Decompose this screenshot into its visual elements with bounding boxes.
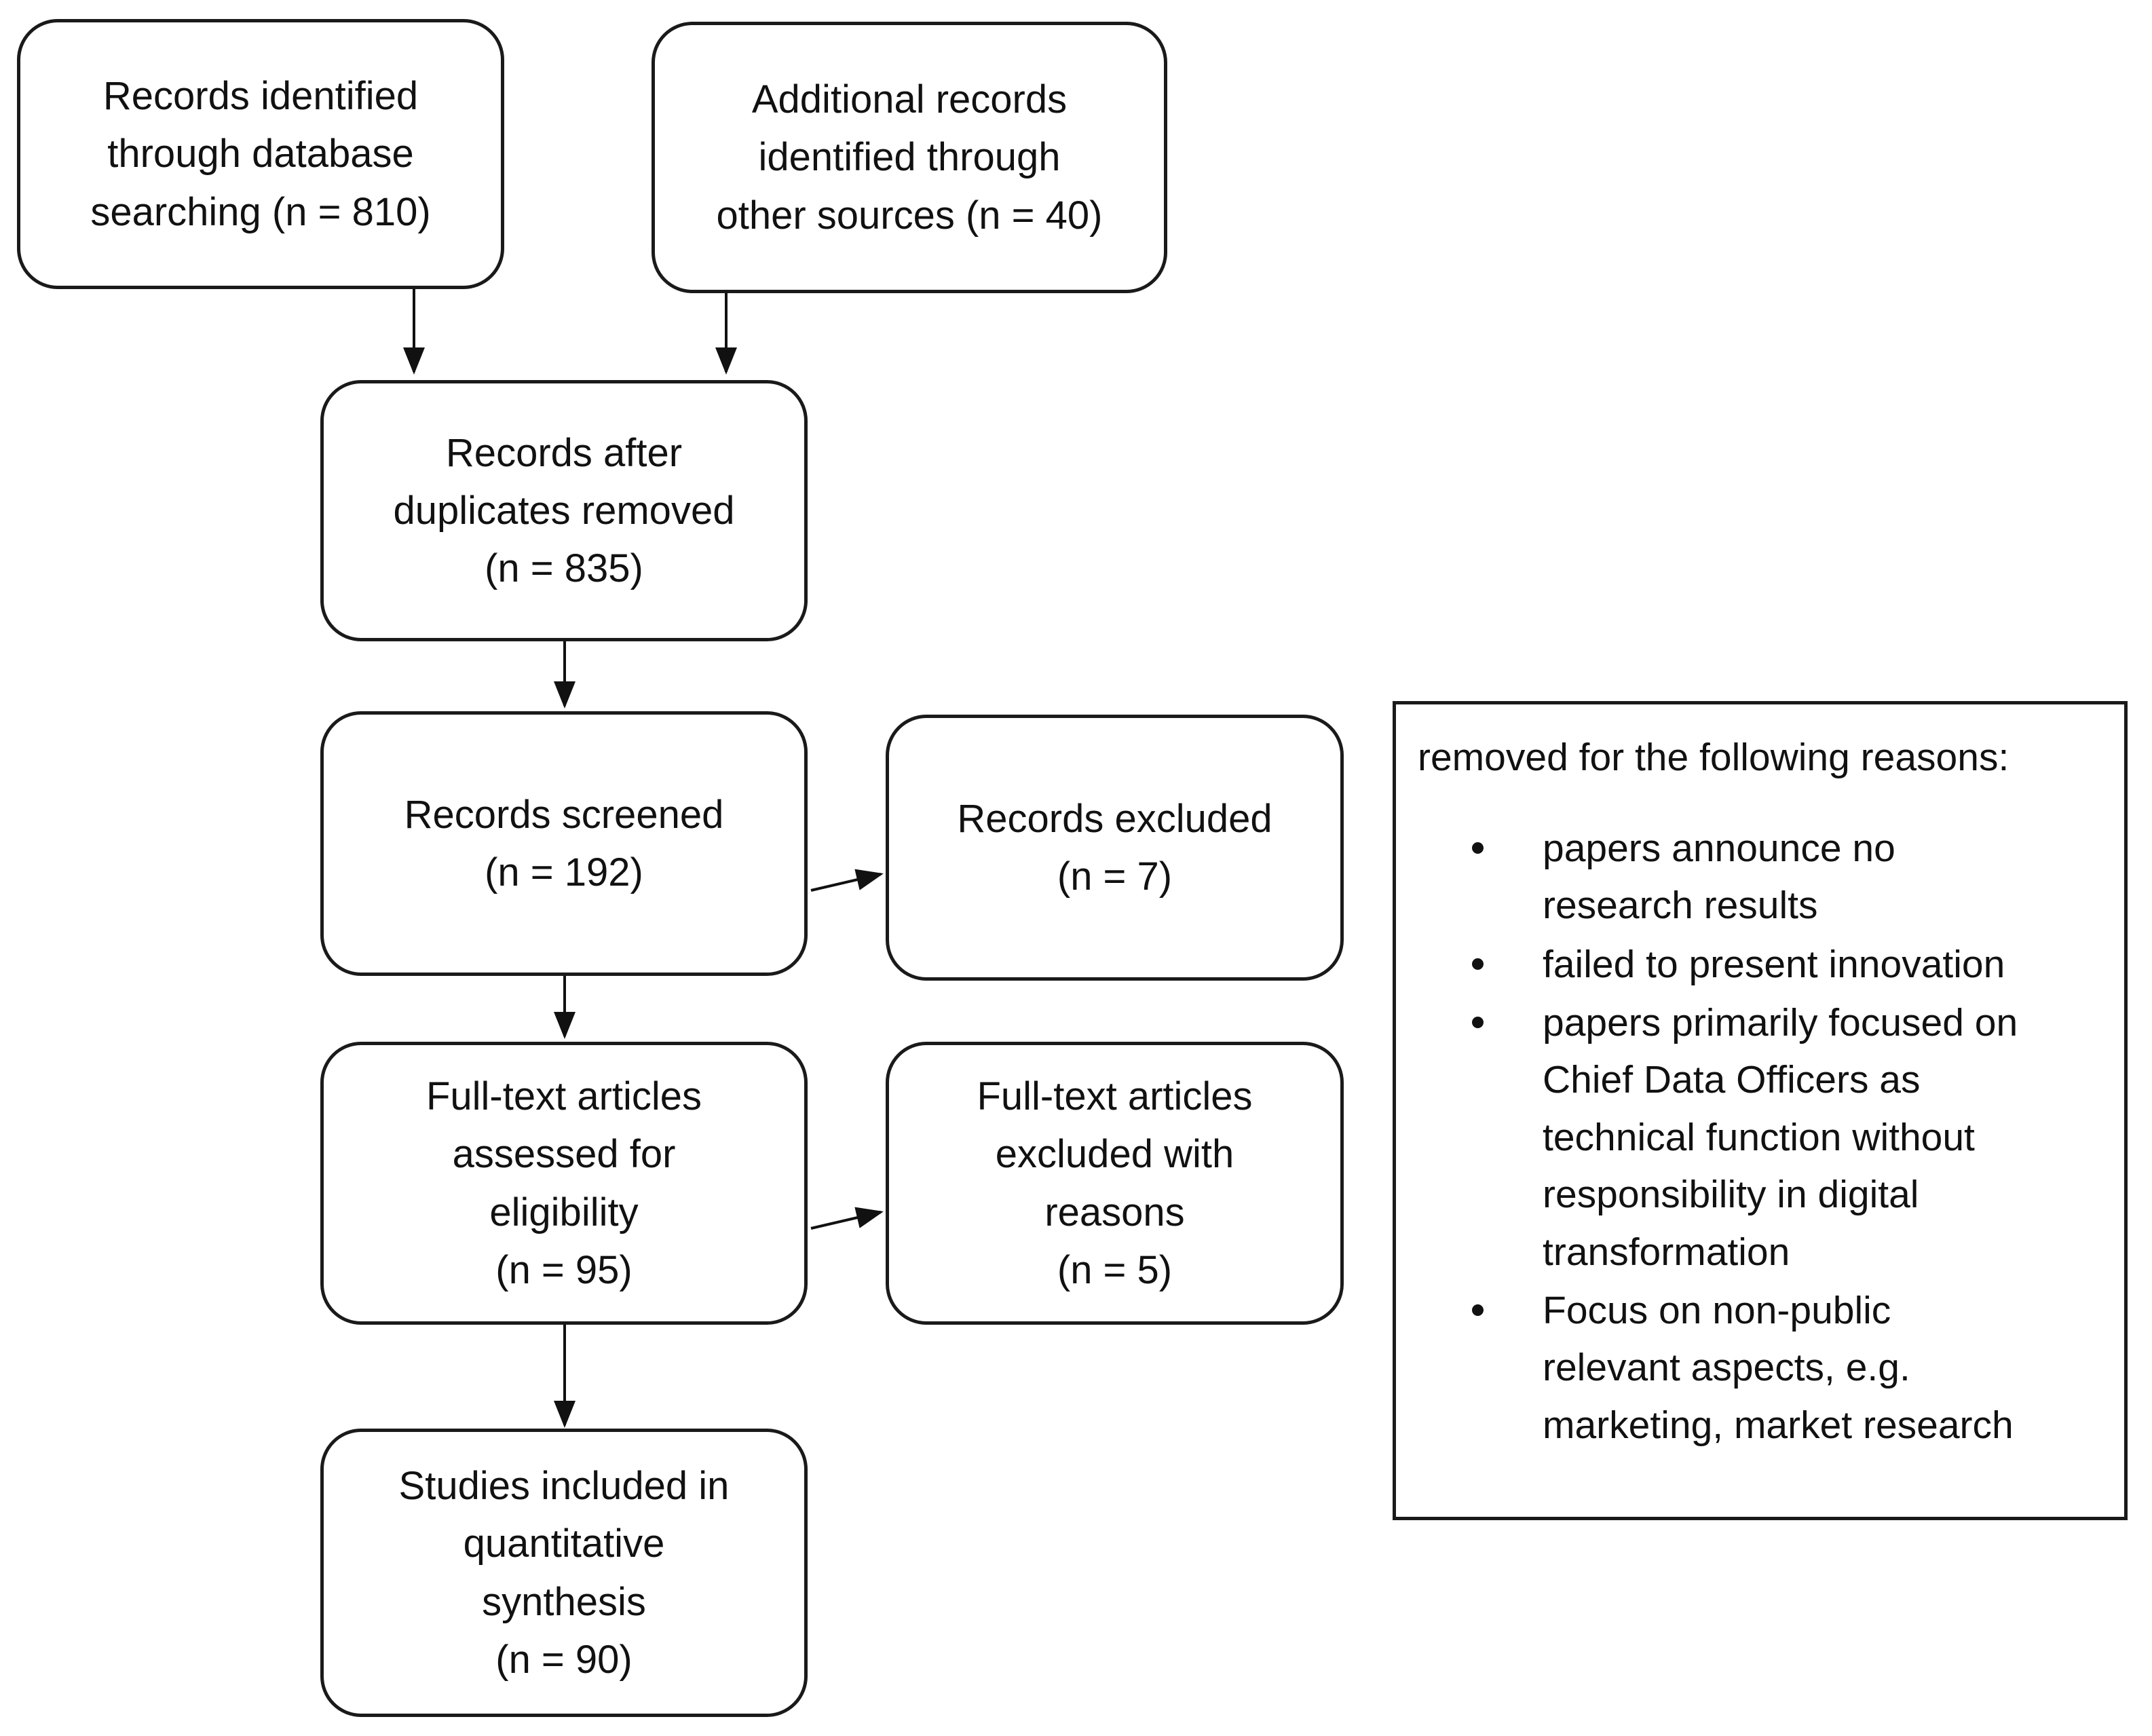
box-line: Records identified — [102, 74, 419, 119]
box-records-screened: Records screened (n = 192) — [320, 711, 808, 976]
box-line: duplicates removed — [393, 488, 735, 533]
box-line: quantitative — [463, 1522, 665, 1566]
bullet-icon — [1472, 842, 1484, 854]
reason-item: papers primarily focused on Chief Data O… — [1457, 994, 2111, 1281]
box-line: (n = 835) — [485, 546, 643, 591]
reason-line: technical function without — [1543, 1115, 1975, 1159]
box-line: (n = 95) — [495, 1247, 633, 1292]
box-line: Full-text articles — [977, 1074, 1253, 1118]
reason-line: Chief Data Officers as — [1543, 1058, 1921, 1102]
box-line: synthesis — [482, 1579, 646, 1624]
box-records-after-duplicates-removed: Records after duplicates removed (n = 83… — [320, 380, 808, 641]
reason-line: marketing, market research — [1543, 1403, 2014, 1447]
box-line: (n = 7) — [1057, 854, 1173, 899]
reason-line: papers announce no — [1543, 827, 1895, 870]
box-line: through database — [107, 132, 414, 176]
box-full-text-excluded: Full-text articles excluded with reasons… — [886, 1042, 1344, 1325]
arrow-screened-to-excluded — [810, 869, 884, 892]
box-line: (n = 192) — [485, 850, 643, 894]
box-studies-included: Studies included in quantitative synthes… — [320, 1429, 808, 1717]
reason-line: research results — [1543, 884, 1818, 928]
box-line: reasons — [1044, 1190, 1185, 1234]
box-line: assessed for — [452, 1132, 676, 1177]
reason-line: responsibility in digital — [1543, 1173, 1919, 1217]
bullet-icon — [1472, 1017, 1484, 1029]
reason-item: Focus on non-public relevant aspects, e.… — [1457, 1282, 2111, 1454]
bullet-icon — [1472, 1304, 1484, 1316]
box-line: Records excluded — [957, 796, 1272, 841]
reason-line: failed to present innovation — [1543, 942, 2005, 986]
reasons-panel-title: removed for the following reasons: — [1418, 736, 2009, 779]
reasons-list: papers announce no research results fail… — [1457, 820, 2111, 1455]
reason-item: failed to present innovation — [1457, 936, 2111, 993]
panel-exclusion-reasons: removed for the following reasons: paper… — [1393, 701, 2128, 1520]
box-line: eligibility — [489, 1190, 639, 1234]
box-line: Full-text articles — [426, 1074, 702, 1118]
box-line: (n = 90) — [495, 1637, 633, 1682]
reason-line: relevant aspects, e.g. — [1543, 1346, 1910, 1390]
box-additional-records-other-sources: Additional records identified through ot… — [652, 22, 1167, 293]
box-line: Studies included in — [398, 1464, 730, 1508]
box-line: other sources (n = 40) — [716, 193, 1103, 238]
box-line: searching (n = 810) — [90, 189, 431, 234]
box-line: Records after — [445, 430, 683, 475]
box-records-excluded: Records excluded (n = 7) — [886, 715, 1344, 981]
reason-line: transformation — [1543, 1230, 1790, 1274]
box-full-text-assessed: Full-text articles assessed for eligibil… — [320, 1042, 808, 1325]
box-line: identified through — [758, 135, 1061, 180]
reason-item: papers announce no research results — [1457, 820, 2111, 935]
box-records-identified-database: Records identified through database sear… — [17, 19, 504, 289]
box-line: excluded with — [995, 1132, 1234, 1177]
bullet-icon — [1472, 958, 1484, 970]
box-line: Additional records — [751, 77, 1068, 122]
reason-line: Focus on non-public — [1543, 1288, 1891, 1332]
box-line: (n = 5) — [1057, 1247, 1173, 1292]
arrow-fulltext-to-excluded — [810, 1207, 884, 1230]
box-line: Records screened — [404, 792, 724, 837]
reason-line: papers primarily focused on — [1543, 1001, 2018, 1045]
